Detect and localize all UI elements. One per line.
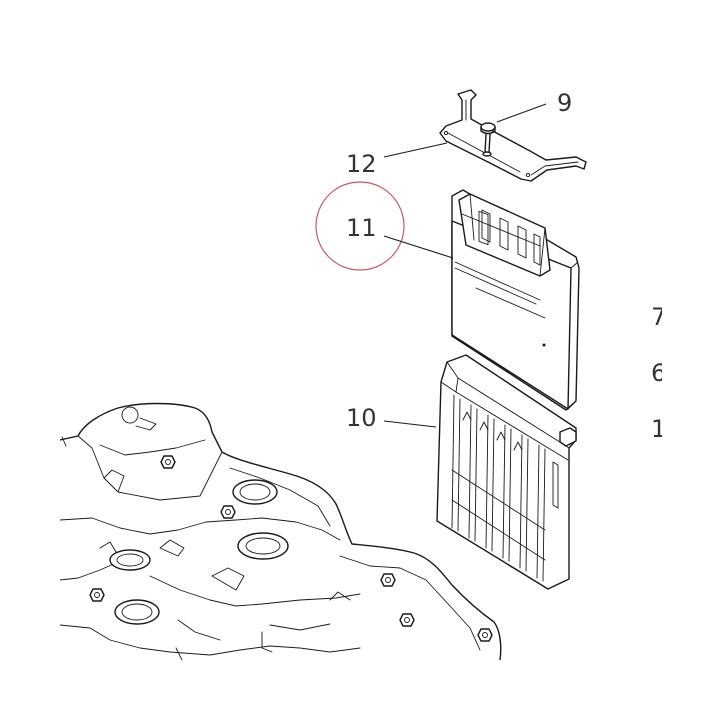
tube-seal xyxy=(237,532,289,560)
leader-line-10 xyxy=(383,420,437,428)
bolt xyxy=(480,122,496,157)
callout-12: 12 xyxy=(346,150,377,178)
highlight-circle xyxy=(315,181,405,271)
cylinder-head xyxy=(60,402,502,660)
tube-seal xyxy=(232,479,278,505)
leader-line-9 xyxy=(496,103,547,123)
callout-11: 11 xyxy=(346,214,377,242)
tube-seal xyxy=(114,599,160,625)
cap-nut xyxy=(160,455,176,469)
tube-seal xyxy=(109,549,151,571)
cropped-callouts: 7 6 1 xyxy=(651,303,666,443)
cap-nut xyxy=(89,588,105,602)
cap-nut xyxy=(399,613,415,627)
callout-7: 7 xyxy=(651,303,666,331)
ecu-mark xyxy=(542,343,546,347)
ecu-connector xyxy=(458,193,551,277)
cap-nut xyxy=(220,505,236,519)
callout-1: 1 xyxy=(651,415,666,443)
leader-line-11 xyxy=(383,235,454,259)
leader-line-12 xyxy=(383,142,448,158)
callout-10: 10 xyxy=(346,404,377,432)
callout-9: 9 xyxy=(557,89,572,117)
cap-nut xyxy=(380,573,396,587)
ecu-tray xyxy=(436,354,577,590)
cap-nut xyxy=(477,628,493,642)
leader-lines xyxy=(383,103,547,428)
ecu-unit xyxy=(451,189,580,411)
logo-badge xyxy=(121,406,139,424)
callout-6: 6 xyxy=(651,359,666,387)
